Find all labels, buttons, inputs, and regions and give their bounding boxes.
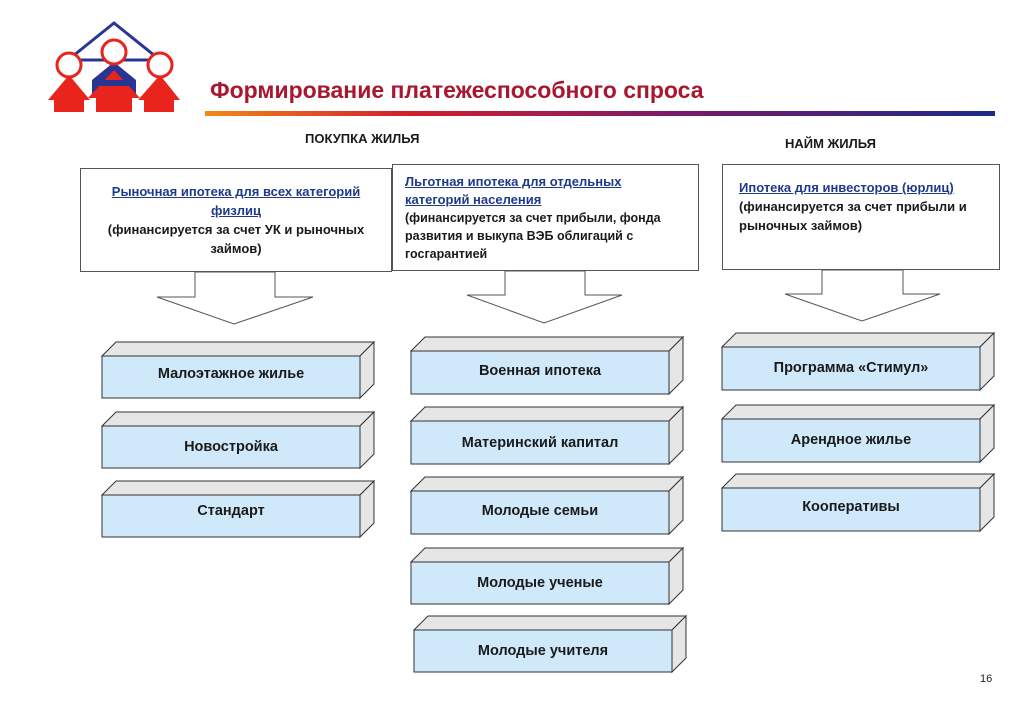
box-novostroyka <box>100 410 376 470</box>
logo-center-head <box>100 38 128 66</box>
down-arrow-2 <box>466 270 623 324</box>
box-molodye-uchitelya-front <box>413 629 673 673</box>
down-arrow-1 <box>156 271 314 325</box>
page-title: Формирование платежеспособного спроса <box>210 77 704 103</box>
box-molodye-semyi-top <box>409 476 685 492</box>
box-molodye-semyi-front <box>410 490 670 535</box>
category-investor-mortgage-note: (финансируется за счет прибыли и рыночны… <box>739 199 967 233</box>
box-malozhilye <box>100 340 376 400</box>
box-materinskiy-kapital-top <box>409 406 685 422</box>
program-kooperativy[interactable]: Кооперативы <box>802 499 900 515</box>
logo <box>48 21 180 112</box>
program-materinskiy-kapital[interactable]: Материнский капитал <box>461 435 619 451</box>
box-novostroyka-top <box>100 411 376 427</box>
program-voennaya-ipoteka[interactable]: Военная ипотека <box>478 363 602 379</box>
box-stimul-front <box>721 346 981 391</box>
down-arrow-3 <box>784 269 941 322</box>
box-arendnoe-zhilye-top <box>720 404 996 420</box>
box-kooperativy <box>720 472 996 533</box>
program-molodye-uchenye[interactable]: Молодые ученые <box>477 575 603 591</box>
box-voennaya-ipoteka <box>409 335 685 396</box>
logo-center-figure <box>88 70 140 112</box>
category-investor-mortgage: Ипотека для инвесторов (юрлиц) (финансир… <box>722 164 1000 270</box>
logo-right-figure <box>138 75 180 112</box>
box-arendnoe-zhilye <box>720 403 996 464</box>
box-standart <box>100 479 376 539</box>
category-market-mortgage: Рыночная ипотека для всех категорий физл… <box>80 168 392 272</box>
program-stimul[interactable]: Программа «Стимул» <box>773 360 929 376</box>
category-market-mortgage-title[interactable]: Рыночная ипотека для всех категорий физл… <box>111 184 361 218</box>
box-malozhilye-top <box>100 341 376 357</box>
program-arendnoe-zhilye[interactable]: Арендное жилье <box>790 432 912 448</box>
box-standart-top <box>100 480 376 496</box>
program-novostroyka[interactable]: Новостройка <box>184 439 278 455</box>
category-preferential-mortgage-title[interactable]: Льготная ипотека для отдельных категорий… <box>405 174 622 207</box>
program-malozhilye[interactable]: Малоэтажное жилье <box>157 366 305 382</box>
box-materinskiy-kapital <box>409 405 685 466</box>
logo-base <box>92 80 136 86</box>
category-investor-mortgage-title[interactable]: Ипотека для инвесторов (юрлиц) <box>739 180 954 195</box>
box-malozhilye-front <box>101 355 361 399</box>
box-arendnoe-zhilye-front <box>721 418 981 463</box>
category-preferential-mortgage: Льготная ипотека для отдельных категорий… <box>392 164 699 271</box>
box-molodye-uchenye-front <box>410 561 670 605</box>
box-standart-front <box>101 494 361 538</box>
category-market-mortgage-note: (финансируется за счет УК и рыночных зай… <box>107 222 365 256</box>
box-molodye-semyi <box>409 475 685 536</box>
category-preferential-mortgage-note: (финансируется за счет прибыли, фонда ра… <box>405 211 661 261</box>
box-voennaya-ipoteka-top <box>409 336 685 352</box>
page-number: 16 <box>980 673 993 685</box>
box-molodye-uchitelya <box>412 614 688 674</box>
program-standart[interactable]: Стандарт <box>197 503 265 519</box>
box-kooperativy-front <box>721 487 981 532</box>
box-kooperativy-top <box>720 473 996 489</box>
box-molodye-uchenye-top <box>409 547 685 563</box>
program-molodye-semyi[interactable]: Молодые семьи <box>481 503 599 519</box>
box-molodye-uchenye <box>409 546 685 606</box>
box-novostroyka-front <box>101 425 361 469</box>
box-materinskiy-kapital-front <box>410 420 670 465</box>
program-molodye-uchitelya[interactable]: Молодые учителя <box>477 643 609 659</box>
column-header-rent: НАЙМ ЖИЛЬЯ <box>785 136 876 151</box>
logo-left-figure <box>48 75 90 112</box>
box-stimul-top <box>720 332 996 348</box>
box-molodye-uchitelya-top <box>412 615 688 631</box>
box-voennaya-ipoteka-front <box>410 350 670 395</box>
column-header-purchase: ПОКУПКА ЖИЛЬЯ <box>305 131 420 146</box>
box-stimul <box>720 331 996 392</box>
title-underline <box>205 111 995 116</box>
